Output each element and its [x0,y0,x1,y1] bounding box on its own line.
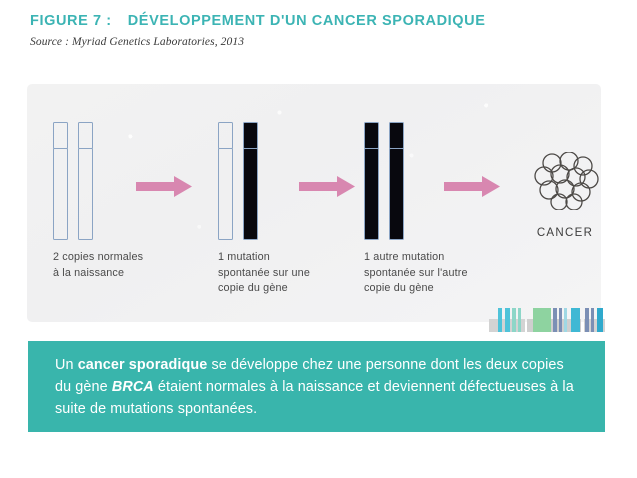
statement-segment: étaient normales à la naissance et devie… [55,378,574,417]
barcode-bar [564,308,567,332]
caption-line: 2 copies normales [53,251,144,263]
barcode-decoration [489,302,605,332]
arrow-right-icon [136,176,192,197]
barcode-bar [559,308,562,332]
figure-title-text: DÉVELOPPEMENT D'UN CANCER SPORADIQUE [127,13,486,29]
chromosome-mutated-2 [389,122,404,240]
chromosome-arm-bottom [389,148,404,240]
chromosome-normal-1 [53,122,68,240]
chromosome-mutated-1 [364,122,379,240]
caption-stage-one-mutation: 1 mutation spontanée sur une copie du gè… [218,250,368,297]
barcode-bar [518,308,521,332]
caption-line: spontanée sur une [218,266,310,279]
statement-segment: Un [55,357,78,373]
page-title: FIGURE 7 : DÉVELOPPEMENT D'UN CANCER SPOR… [30,13,610,30]
figure-header: FIGURE 7 : DÉVELOPPEMENT D'UN CANCER SPOR… [30,13,610,48]
barcode-bar [591,308,594,332]
caption-line: 1 mutation [218,251,270,263]
chromosome-pair-normal [53,122,93,240]
caption-line: 1 autre mutation [364,251,445,263]
figure-number-label: FIGURE 7 : [30,13,112,29]
arrow-to-two-mutations [299,176,355,197]
cancer-stage: CANCER [519,151,611,239]
figure-source-line: Source : Myriad Genetics Laboratories, 2… [30,35,245,48]
chromosome-arm-top [78,122,93,149]
barcode-bar [505,308,510,332]
statement-segment-gene: BRCA [111,378,154,395]
statement-segment: se développe chez une personne dont les … [55,357,564,395]
statement-segment-bold: cancer sporadique [77,357,208,373]
chromosome-mutated-1 [243,122,258,240]
stage-two-mutations [364,122,404,240]
caption-line: spontanée sur l'autre [364,266,468,279]
arrow-to-cancer [444,176,500,197]
chromosome-arm-top [243,122,258,149]
arrow-to-one-mutation [136,176,192,197]
barcode-bar [533,308,551,332]
caption-stage-two-mutations: 1 autre mutation spontanée sur l'autre c… [364,250,519,297]
caption-line: à la naissance [53,266,125,279]
chromosome-pair-two-mutations [364,122,404,240]
chromosome-arm-bottom [364,148,379,240]
caption-line: copie du gène [218,282,288,295]
statement-text: Un cancer sporadique se développe chez u… [55,355,583,421]
stage-normal [53,122,93,240]
chromosome-arm-top [218,122,233,149]
barcode-bar [585,308,589,332]
chromosome-arm-bottom [243,148,258,240]
barcode-bar [597,308,603,332]
barcode-bar [512,308,516,332]
chromosome-normal-1 [218,122,233,240]
diagram-panel: 2 copies normales à la naissance 1 mutat… [27,84,601,322]
statement-box: Un cancer sporadique se développe chez u… [28,341,605,432]
chromosome-arm-top [53,122,68,149]
chromosome-arm-top [364,122,379,149]
barcode-bar [553,308,557,332]
barcode-bar [571,308,580,332]
chromosome-arm-bottom [53,148,68,240]
caption-line: copie du gène [364,282,434,295]
arrow-right-icon [444,176,500,197]
chromosome-pair-one-mutation [218,122,258,240]
cancer-cell-cluster-icon [534,151,599,211]
cancer-label: CANCER [536,227,594,239]
barcode-bar [498,308,502,332]
caption-stage-normal: 2 copies normales à la naissance [53,250,213,281]
arrow-right-icon [299,176,355,197]
chromosome-arm-top [389,122,404,149]
chromosome-arm-bottom [78,148,93,240]
stage-one-mutation [218,122,258,240]
chromosome-arm-bottom [218,148,233,240]
chromosome-normal-2 [78,122,93,240]
